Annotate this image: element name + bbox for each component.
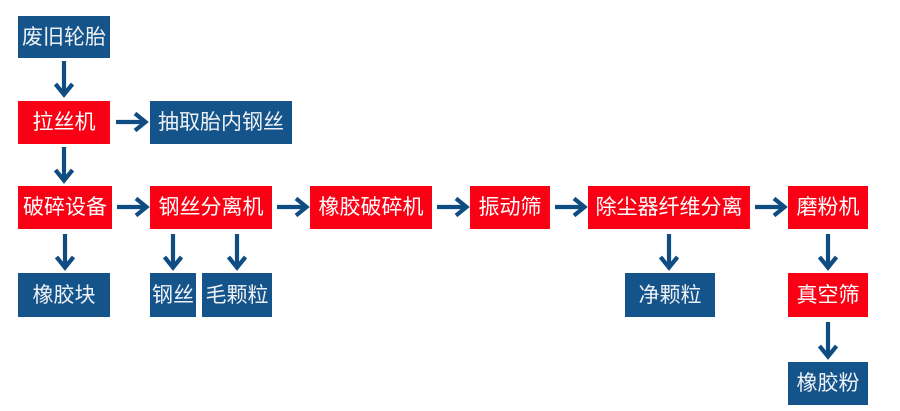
arrow-right-icon xyxy=(276,193,310,221)
node-grinding-machine: 磨粉机 xyxy=(788,186,868,229)
arrow-right-icon xyxy=(754,193,788,221)
arrow-right-icon xyxy=(116,193,150,221)
arrow-right-icon xyxy=(554,193,588,221)
arrow-down-icon xyxy=(814,321,842,360)
node-steel-wire: 钢丝 xyxy=(150,273,196,317)
arrow-down-icon xyxy=(223,233,251,271)
node-wire-separator: 钢丝分离机 xyxy=(150,186,272,229)
arrow-right-icon xyxy=(436,193,470,221)
arrow-down-icon xyxy=(51,233,79,271)
arrow-down-icon xyxy=(655,233,683,271)
node-extract-bead-wire: 抽取胎内钢丝 xyxy=(150,101,292,144)
arrow-down-icon xyxy=(50,60,78,98)
arrow-down-icon xyxy=(814,233,842,271)
node-rubber-powder: 橡胶粉 xyxy=(788,362,868,405)
node-dust-fiber-separator: 除尘器纤维分离 xyxy=(588,186,750,229)
arrow-down-icon xyxy=(159,233,187,271)
node-rubber-block: 橡胶块 xyxy=(18,273,110,317)
node-vacuum-screen: 真空筛 xyxy=(788,273,868,317)
node-hairy-granule: 毛颗粒 xyxy=(202,273,272,317)
node-rubber-crusher: 橡胶破碎机 xyxy=(310,186,432,229)
node-clean-granule: 净颗粒 xyxy=(625,273,715,317)
arrow-down-icon xyxy=(50,146,78,184)
node-waste-tire: 废旧轮胎 xyxy=(18,16,110,58)
node-vibrating-screen: 振动筛 xyxy=(470,186,550,229)
node-crushing-equipment: 破碎设备 xyxy=(18,186,112,229)
arrow-right-icon xyxy=(115,108,149,136)
node-wire-drawing-machine: 拉丝机 xyxy=(18,101,110,144)
